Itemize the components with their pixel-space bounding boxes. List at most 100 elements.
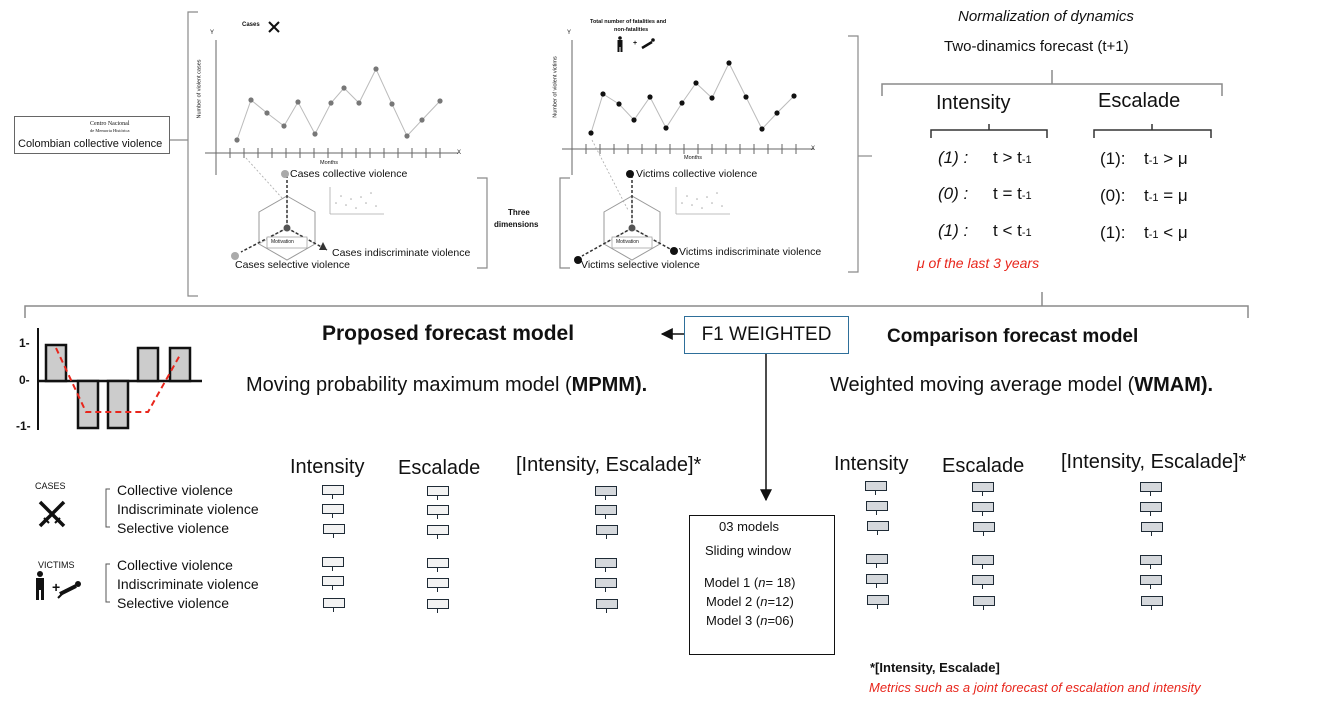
result-cell — [427, 525, 449, 539]
result-cell — [427, 558, 449, 572]
victims-x-axis-letter: X — [811, 146, 816, 152]
escalade-code-3: (1): — [1100, 223, 1126, 242]
result-cell — [596, 599, 618, 613]
victims-y-axis-letter: Y — [567, 30, 572, 36]
footnote-title: *[Intensity, Escalade] — [870, 660, 1000, 675]
victims-cube — [574, 170, 678, 264]
step-chart-y-tick-0: 0- — [19, 373, 30, 387]
models-box-title: 03 models — [719, 519, 779, 534]
crossed-swords-icon-small — [268, 21, 280, 33]
escalade-header: Escalade — [1098, 90, 1181, 112]
victims-mini-scatter — [675, 187, 730, 215]
result-cell — [322, 576, 344, 590]
result-cell — [427, 505, 449, 519]
result-cell — [866, 574, 888, 588]
comparison-col-intensity: Intensity — [834, 453, 909, 475]
model-1-line: Model 1 (n= 18) — [704, 575, 796, 590]
result-cell — [972, 482, 994, 496]
intensity-expr-3: t < t-1 — [993, 221, 1032, 240]
left-bracket — [187, 11, 198, 297]
result-cell — [865, 481, 887, 495]
comparison-subtitle: Weighted moving average model (WMAM). — [830, 374, 1214, 396]
victims-cube-center-label: Motivation — [616, 239, 639, 245]
escalade-code-1: (1): — [1100, 149, 1126, 168]
victims-row-selective: Selective violence — [117, 595, 230, 611]
escalade-expr-2: t-1 = μ — [1144, 186, 1188, 205]
result-cell — [427, 578, 449, 592]
cases-chart-plot — [205, 40, 458, 199]
cases-row-collective: Collective violence — [117, 482, 233, 498]
comparison-col-escalade: Escalade — [942, 455, 1025, 477]
normalization-title: Normalization of dynamics — [958, 8, 1134, 25]
victims-row-collective: Collective violence — [117, 557, 233, 573]
result-cell — [323, 524, 345, 538]
cases-x-label: Months — [320, 160, 339, 166]
result-cell — [427, 486, 449, 500]
victims-group-plus: + — [52, 579, 61, 595]
victims-cube-right-label: Victims indiscriminate violence — [679, 246, 822, 258]
intensity-code-3: (1) : — [938, 221, 969, 240]
mu-note: μ of the last 3 years — [917, 255, 1040, 271]
cases-y-axis-letter: Y — [210, 30, 215, 36]
result-cell — [866, 554, 888, 568]
intensity-expr-1: t > t-1 — [993, 148, 1032, 167]
cases-cube-center-label: Motivation — [271, 239, 294, 245]
victims-icon-large — [36, 571, 81, 600]
cases-cube-right-label: Cases indiscriminate violence — [332, 247, 471, 259]
model-3-line: Model 3 (n=06) — [706, 613, 794, 628]
crossed-swords-icon-large — [38, 500, 66, 528]
footnote-text: Metrics such as a joint forecast of esca… — [869, 680, 1201, 695]
step-chart-y-tick-1: 1- — [19, 336, 30, 350]
result-cell — [972, 575, 994, 589]
proposed-title: Proposed forecast model — [322, 322, 575, 345]
intensity-header: Intensity — [936, 92, 1011, 114]
victims-x-label: Months — [684, 155, 703, 161]
result-cell — [1140, 482, 1162, 496]
intensity-code-1: (1) : — [938, 148, 969, 167]
result-cell — [973, 596, 995, 610]
source-label: Colombian collective violence — [18, 138, 163, 150]
cases-cube — [231, 170, 328, 261]
result-cell — [1141, 596, 1163, 610]
victims-cube-top-label: Victims collective violence — [636, 168, 758, 180]
cases-chart-title: Cases — [242, 22, 260, 28]
proposed-col-joint: [Intensity, Escalade]* — [516, 454, 702, 476]
victims-chart-title-2: non-fatalities — [614, 27, 649, 33]
result-cell — [1140, 575, 1162, 589]
logo-text-1: Centro Nacional — [90, 121, 130, 127]
result-cell — [866, 501, 888, 515]
victims-chart-plus: + — [633, 40, 638, 47]
comparison-col-joint: [Intensity, Escalade]* — [1061, 451, 1247, 473]
comparison-title: Comparison forecast model — [887, 326, 1139, 347]
escalade-code-2: (0): — [1100, 186, 1126, 205]
models-box — [689, 515, 835, 655]
result-cell — [973, 522, 995, 536]
cases-y-label: Number of violent cases — [196, 59, 203, 119]
three-dimensions-label-2: dimensions — [494, 220, 539, 229]
proposed-col-escalade: Escalade — [398, 457, 481, 479]
escalade-expr-1: t-1 > μ — [1144, 149, 1188, 168]
result-cell — [322, 504, 344, 518]
result-cell — [972, 502, 994, 516]
intensity-expr-2: t = t-1 — [993, 184, 1032, 203]
cases-row-selective: Selective violence — [117, 520, 230, 536]
victims-y-label: Number of violent victims — [552, 56, 559, 118]
victims-row-indiscriminate: Indiscriminate violence — [117, 576, 259, 592]
victims-group-label: VICTIMS — [38, 560, 75, 570]
result-cell — [1140, 502, 1162, 516]
cases-row-indiscriminate: Indiscriminate violence — [117, 501, 259, 517]
victims-icon-small — [617, 36, 655, 52]
model-2-line: Model 2 (n=12) — [706, 594, 794, 609]
cases-x-axis-letter: X — [457, 150, 462, 156]
right-bracket — [848, 35, 859, 273]
result-cell — [595, 486, 617, 500]
result-cell — [1140, 555, 1162, 569]
result-cell — [595, 558, 617, 572]
step-chart-y-tick-neg1: -1- — [16, 419, 31, 433]
result-cell — [595, 578, 617, 592]
result-cell — [867, 521, 889, 535]
victims-chart-title-1: Total number of fatalities and — [590, 19, 667, 25]
result-cell — [867, 595, 889, 609]
models-box-subtitle: Sliding window — [705, 543, 791, 558]
